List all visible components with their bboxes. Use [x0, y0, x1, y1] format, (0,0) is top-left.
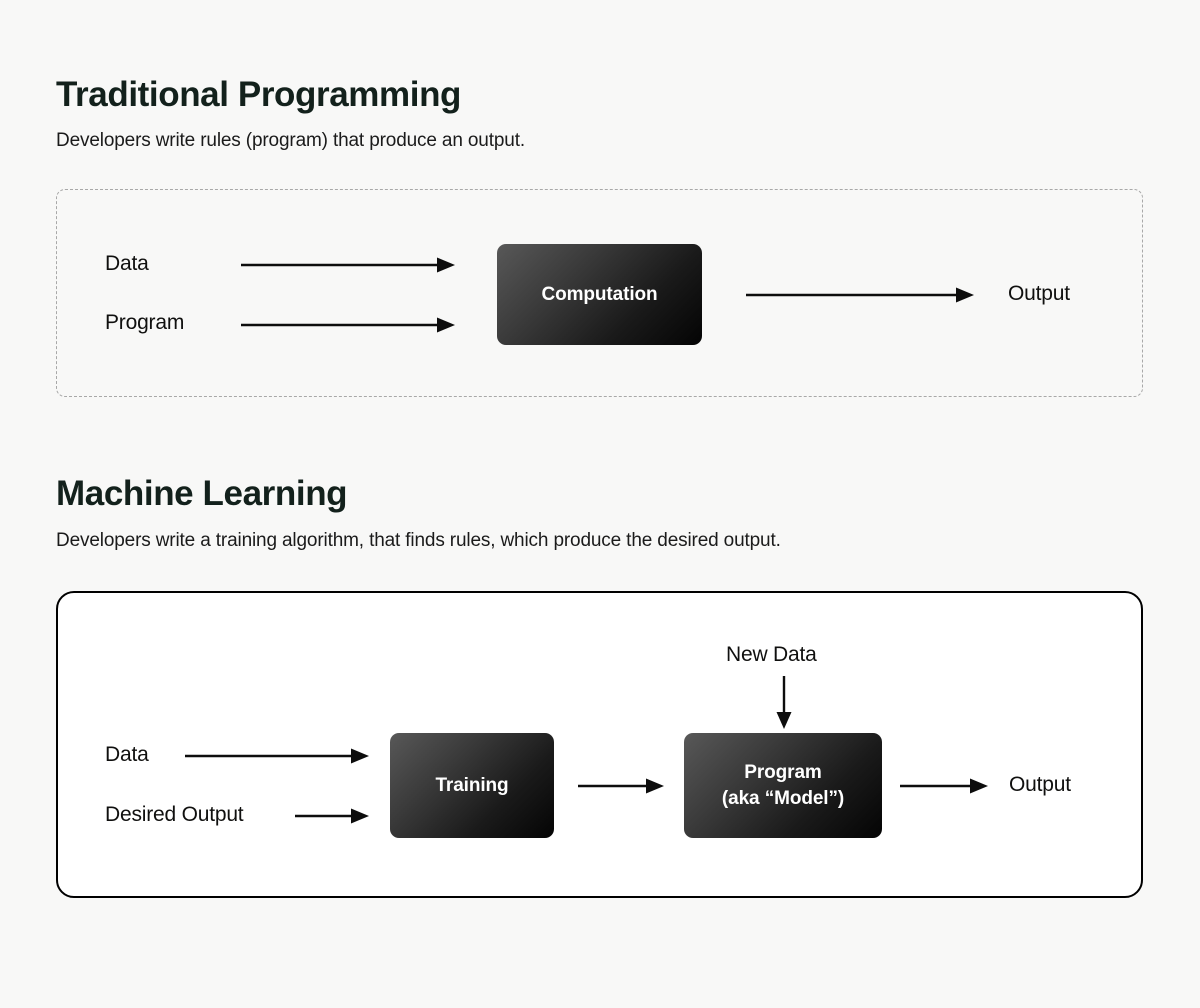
arrow-computation-to-output-icon [746, 285, 976, 305]
ml-input-label-data: Data [105, 743, 149, 766]
arrow-data-to-computation-icon [241, 255, 457, 275]
node-program-label-line1: Program [744, 762, 822, 784]
arrow-program-to-output-icon [900, 776, 990, 796]
node-computation-label: Computation [541, 283, 658, 305]
machine-learning-subtitle: Developers write a training algorithm, t… [56, 530, 781, 551]
node-program-label-line2: (aka “Model”) [721, 787, 845, 809]
tp-output-label: Output [1008, 282, 1070, 305]
arrow-desired-output-to-training-icon [295, 806, 371, 826]
ml-input-label-desired-output: Desired Output [105, 803, 244, 826]
traditional-programming-title: Traditional Programming [56, 75, 462, 114]
tp-input-label-program: Program [105, 311, 185, 334]
node-computation: Computation [497, 244, 702, 345]
node-program-model: Program (aka “Model”) [684, 733, 882, 838]
node-training-label: Training [435, 774, 509, 796]
traditional-programming-subtitle: Developers write rules (program) that pr… [56, 130, 525, 151]
traditional-programming-panel [56, 189, 1143, 397]
machine-learning-panel [56, 591, 1143, 898]
arrow-data-to-training-icon [185, 746, 371, 766]
ml-new-data-label: New Data [726, 643, 817, 666]
arrow-program-to-computation-icon [241, 315, 457, 335]
machine-learning-title: Machine Learning [56, 474, 348, 513]
arrow-new-data-to-program-icon [774, 676, 794, 730]
ml-output-label: Output [1009, 773, 1071, 796]
tp-input-label-data: Data [105, 252, 149, 275]
node-training: Training [390, 733, 554, 838]
arrow-training-to-program-icon [578, 776, 666, 796]
